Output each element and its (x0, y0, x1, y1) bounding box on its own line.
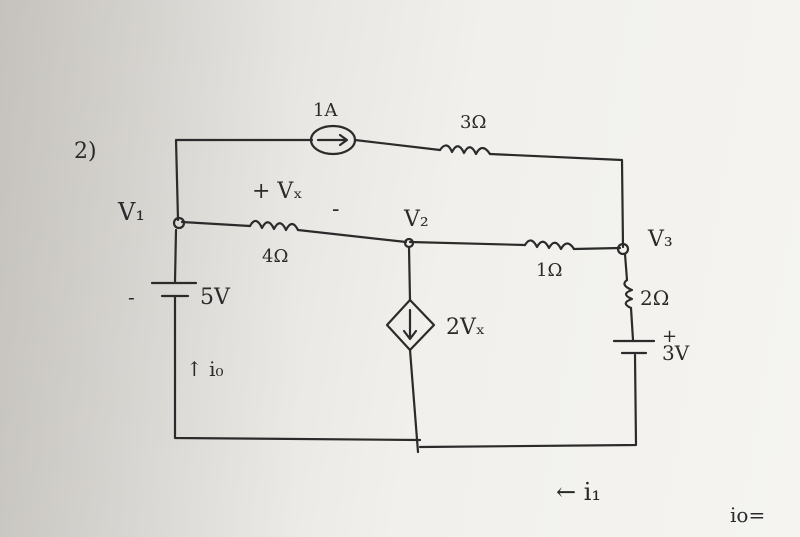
left-branch (150, 228, 422, 442)
label-v3: V₃ (647, 227, 673, 252)
label-v2: V₂ (403, 207, 429, 232)
middle-branch (180, 219, 622, 251)
wire-right-lower (418, 353, 638, 449)
wire-1ohm-to-v3 (572, 246, 622, 251)
resistor-2ohm (623, 278, 634, 310)
label-4ohm: 4Ω (262, 246, 288, 267)
wire-v3-down (623, 252, 629, 282)
label-5v: 5V (200, 285, 231, 310)
right-branch (418, 252, 656, 449)
wire-2ohm-down (629, 306, 635, 342)
node-v3-dot (616, 242, 630, 256)
resistor-3ohm (438, 144, 492, 156)
label-3v: 3V (662, 341, 690, 365)
label-corner: io= (730, 503, 765, 527)
label-battery-right-plus: + (662, 326, 677, 347)
current-source-arrow-icon (316, 133, 349, 147)
wire-top-left (174, 138, 314, 222)
wire-v2-to-1ohm (408, 240, 527, 247)
label-dependent-source: 2Vₓ (446, 315, 485, 340)
resistor-1ohm (523, 239, 576, 251)
wire-top-mid (353, 138, 442, 152)
label-vx-minus: - (332, 197, 339, 222)
label-vx-plus: + Vₓ (252, 179, 303, 204)
wire-top-right (488, 152, 625, 249)
label-1a: 1A (313, 100, 338, 121)
wire-left-lower (173, 295, 422, 442)
wire-v2-down (407, 245, 412, 302)
paper-shadow (0, 0, 300, 537)
problem-number: 2) (74, 139, 97, 164)
label-1ohm: 1Ω (536, 260, 562, 281)
label-2ohm: 2Ω (640, 286, 669, 310)
wire-4ohm-to-v2 (296, 228, 408, 244)
wire-left-upper (173, 228, 178, 284)
dependent-source-arrow-icon (402, 308, 418, 341)
wire-source-down (408, 348, 420, 454)
label-v1: V₁ (117, 198, 145, 226)
dependent-branch (385, 245, 436, 454)
nodes (172, 216, 630, 256)
label-io: ↑ i₀ (186, 357, 224, 381)
label-i1: ← i₁ (556, 478, 601, 506)
resistor-4ohm (248, 219, 300, 232)
top-branch (174, 124, 625, 249)
node-v1-dot (172, 216, 186, 230)
wire-v1-to-4ohm (180, 220, 252, 228)
label-3ohm: 3Ω (460, 112, 486, 133)
label-battery-left-minus: - (128, 285, 135, 309)
